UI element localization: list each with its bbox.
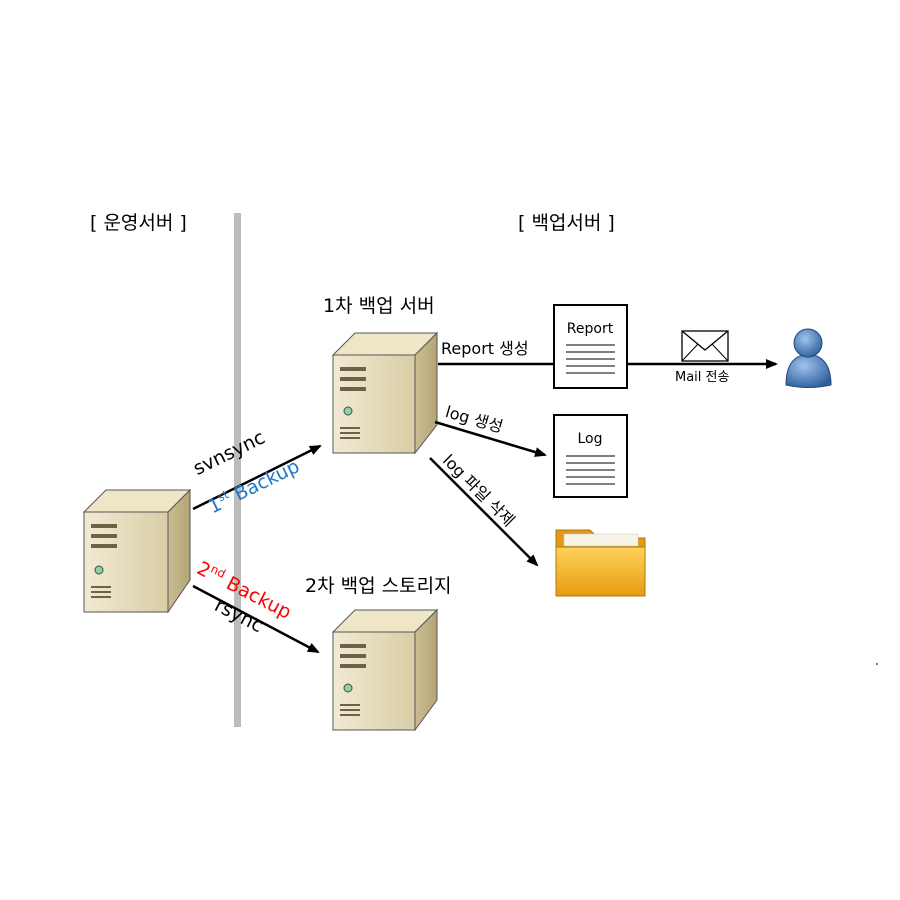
log-create-arrow	[434, 420, 547, 457]
server-icon	[331, 608, 439, 732]
secondary-backup-storage-label: 2차 백업 스토리지	[305, 575, 452, 597]
mail-icon	[681, 330, 729, 362]
log-doc-title: Log	[577, 431, 602, 447]
ops-server-label: [ 운영서버 ]	[90, 212, 187, 234]
svnsync-arrow	[192, 444, 322, 511]
log-delete-arrow	[429, 457, 539, 567]
primary-backup-server-label: 1차 백업 서버	[323, 295, 435, 317]
document-icon: Report	[553, 304, 628, 389]
report-create-label: Report 생성	[441, 339, 529, 358]
server-icon	[82, 488, 192, 614]
user-icon	[785, 328, 832, 388]
section-divider	[234, 213, 241, 727]
document-icon: Log	[553, 414, 628, 498]
mail-send-label: Mail 전송	[675, 370, 730, 385]
report-doc-title: Report	[567, 321, 614, 337]
server-icon	[331, 331, 439, 455]
backup-server-label: [ 백업서버 ]	[518, 212, 615, 234]
rsync-arrow	[192, 584, 320, 654]
folder-icon	[555, 529, 646, 597]
stray-dot	[876, 663, 878, 665]
